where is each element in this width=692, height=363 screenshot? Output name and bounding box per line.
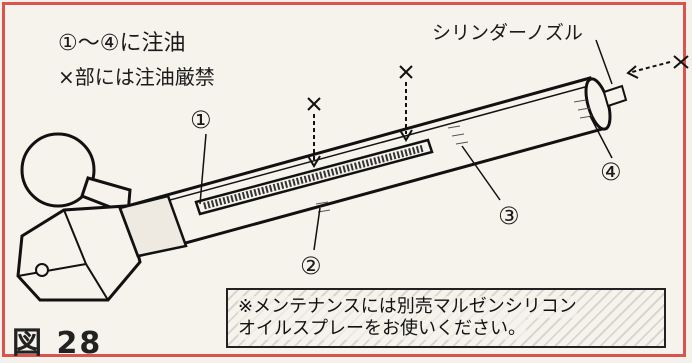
callout-3: ③ <box>498 202 520 230</box>
leader-4 <box>589 115 613 159</box>
callout-1: ① <box>190 106 212 134</box>
block-hole <box>35 263 49 277</box>
hex-block <box>16 204 142 302</box>
collar <box>118 194 188 258</box>
callout-2: ② <box>300 252 322 280</box>
leader-1 <box>199 133 207 205</box>
spring <box>203 144 425 210</box>
notice-line-2: オイルスプレーをお使いください。 <box>238 318 526 340</box>
maintenance-notice: ※メンテナンスには別売マルゼンシリコン オイルスプレーをお使いください。 <box>226 288 666 348</box>
leader-2 <box>313 207 321 251</box>
no-oil-mark-1 <box>307 97 321 168</box>
no-oil-warning: ×部には注油厳禁 <box>58 65 215 89</box>
nozzle-label: シリンダーノズル <box>432 22 583 44</box>
oiling-instruction: ①～④に注油 <box>58 31 186 56</box>
callout-4: ④ <box>600 158 622 186</box>
leader-nozzle <box>595 39 613 85</box>
ball-handle <box>20 132 96 208</box>
leader-3 <box>461 145 501 201</box>
no-oil-mark-3 <box>626 55 689 79</box>
no-oil-mark-2 <box>399 65 413 142</box>
notice-line-1: ※メンテナンスには別売マルゼンシリコン <box>238 296 577 318</box>
cylinder-nozzle <box>602 84 628 108</box>
figure-label: 図 28 <box>12 326 103 361</box>
